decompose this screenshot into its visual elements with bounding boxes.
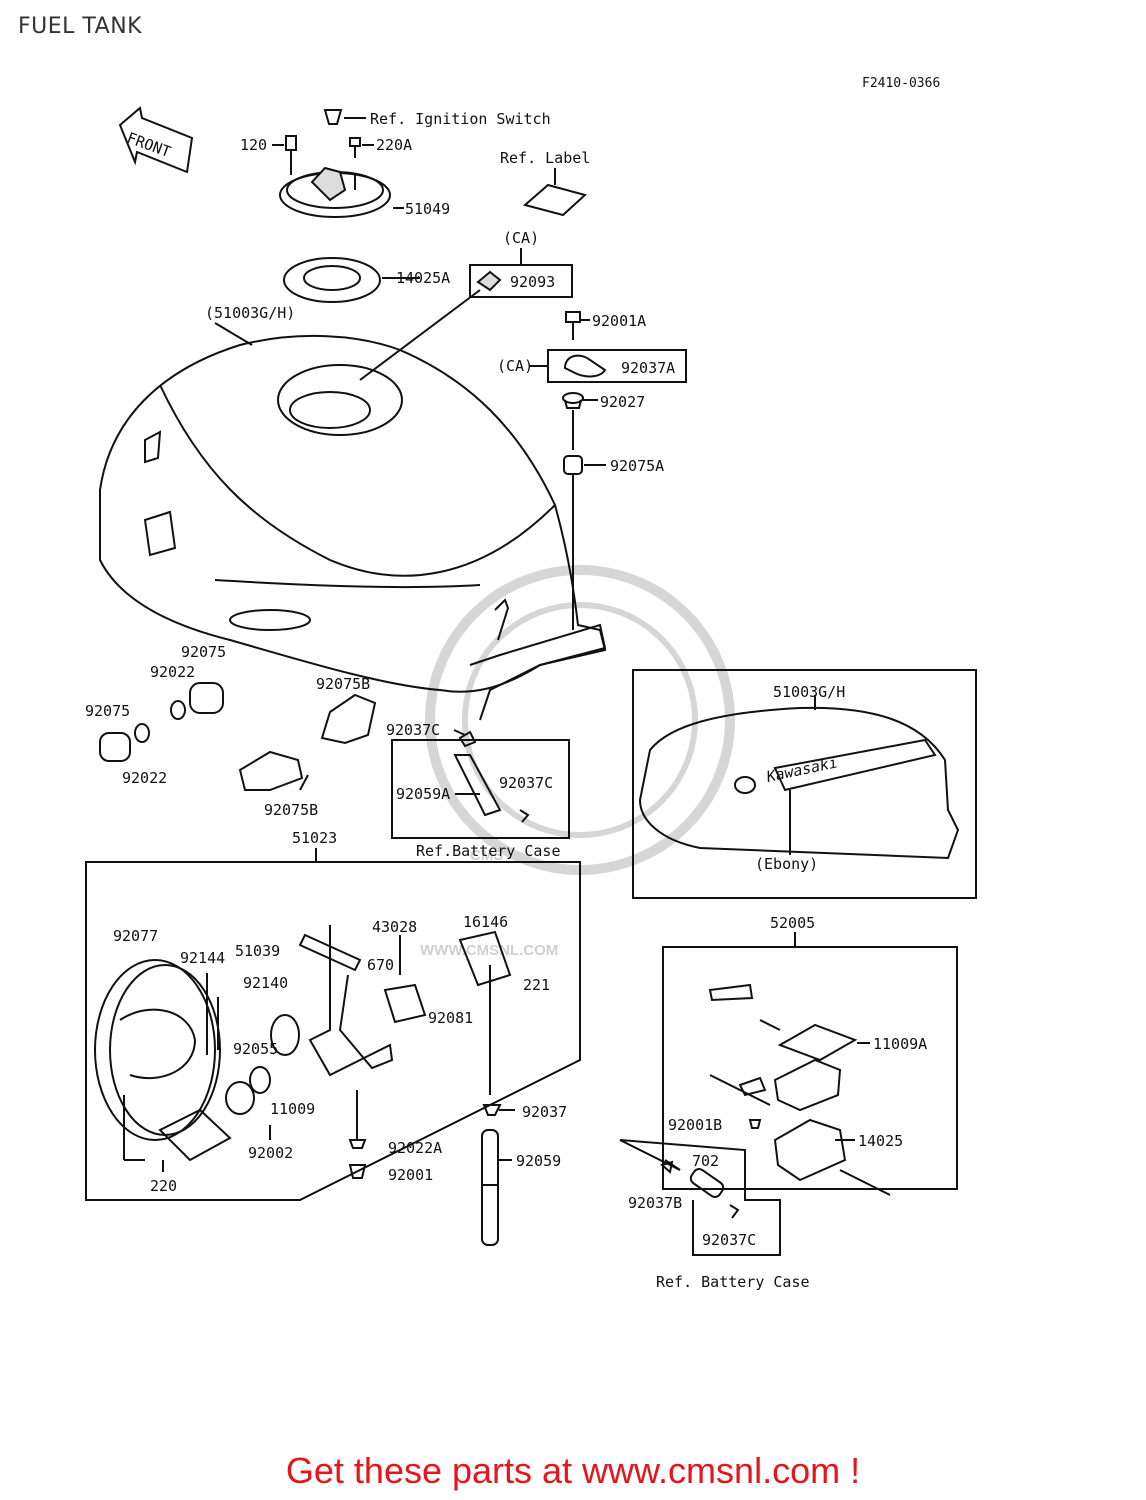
label-ca-2: (CA) bbox=[497, 357, 533, 375]
bolt-220a-icon bbox=[349, 137, 374, 158]
label-ca-1: (CA) bbox=[503, 229, 539, 247]
label-92075-b: 92075 bbox=[85, 702, 130, 720]
label-92027: 92027 bbox=[600, 393, 645, 411]
parts-diagram: CMS WWW.CMSNL.COM bbox=[85, 106, 977, 1291]
fuel-tank-body bbox=[99, 334, 607, 721]
label-220: 220 bbox=[150, 1177, 177, 1195]
label-43028: 43028 bbox=[372, 918, 417, 936]
label-92037a: 92037A bbox=[621, 359, 675, 377]
label-92022-b: 92022 bbox=[122, 769, 167, 787]
label-220a: 220A bbox=[376, 136, 412, 154]
label-ref-label: Ref. Label bbox=[500, 149, 590, 167]
label-92059a: 92059A bbox=[396, 785, 450, 803]
label-51039: 51039 bbox=[235, 942, 280, 960]
part-labels: FRONT 120 220A Ref. Ignition Switch Ref.… bbox=[85, 110, 927, 1291]
label-92022-a: 92022 bbox=[150, 663, 195, 681]
label-52005: 52005 bbox=[770, 914, 815, 932]
clip-92075b-icon bbox=[238, 693, 377, 791]
label-221: 221 bbox=[523, 976, 550, 994]
label-51049: 51049 bbox=[405, 200, 450, 218]
label-92055: 92055 bbox=[233, 1040, 278, 1058]
label-92075-a: 92075 bbox=[181, 643, 226, 661]
collar-92075a-icon bbox=[563, 455, 606, 475]
label-92037b: 92037B bbox=[628, 1194, 682, 1212]
hose-702-icon bbox=[659, 1160, 740, 1219]
label-sticker-icon bbox=[522, 168, 588, 217]
front-arrow-icon bbox=[118, 106, 194, 174]
label-ref-ignition: Ref. Ignition Switch bbox=[370, 110, 551, 128]
grommet-92027-icon bbox=[562, 392, 598, 409]
label-11009: 11009 bbox=[270, 1100, 315, 1118]
hose-box bbox=[391, 739, 570, 839]
label-92075b-b: 92075B bbox=[264, 801, 318, 819]
bolt-120-icon bbox=[272, 135, 297, 175]
label-92037c-a: 92037C bbox=[386, 721, 440, 739]
label-92001a: 92001A bbox=[592, 312, 646, 330]
decal-inset-box bbox=[632, 669, 977, 899]
label-92001: 92001 bbox=[388, 1166, 433, 1184]
label-120: 120 bbox=[240, 136, 267, 154]
label-92075a: 92075A bbox=[610, 457, 664, 475]
label-ref-battery-case-1: Ref.Battery Case bbox=[416, 842, 561, 860]
gauge-unit-assembly bbox=[708, 983, 858, 1182]
label-92037c-b: 92037C bbox=[499, 774, 553, 792]
fuel-cock-box bbox=[85, 861, 581, 1201]
label-92081: 92081 bbox=[428, 1009, 473, 1027]
fuel-cock-assembly bbox=[94, 925, 512, 1162]
tank-decal-view bbox=[638, 695, 960, 860]
label-51003gh: 51003G/H bbox=[773, 683, 845, 701]
fuel-cap-assembly bbox=[279, 166, 391, 303]
label-92037c-c: 92037C bbox=[702, 1231, 756, 1249]
label-14025: 14025 bbox=[858, 1132, 903, 1150]
label-702: 702 bbox=[692, 1152, 719, 1170]
label-ref-battery-case-2: Ref. Battery Case bbox=[656, 1273, 810, 1291]
watermark-brand: CMS bbox=[470, 847, 503, 864]
label-16146: 16146 bbox=[463, 913, 508, 931]
label-92022a: 92022A bbox=[388, 1139, 442, 1157]
diagram-code: F2410-0366 bbox=[862, 76, 941, 91]
label-92059: 92059 bbox=[516, 1152, 561, 1170]
label-92001b: 92001B bbox=[668, 1116, 722, 1134]
label-92037: 92037 bbox=[522, 1103, 567, 1121]
label-92093: 92093 bbox=[510, 273, 555, 291]
label-11009a: 11009A bbox=[873, 1035, 927, 1053]
footer-link-text[interactable]: Get these parts at www.cmsnl.com ! bbox=[285, 1450, 861, 1491]
label-92075b-a: 92075B bbox=[316, 675, 370, 693]
label-51023: 51023 bbox=[292, 829, 337, 847]
watermark-url: WWW.CMSNL.COM bbox=[420, 942, 558, 959]
label-92140: 92140 bbox=[243, 974, 288, 992]
page-title: FUEL TANK bbox=[18, 14, 143, 39]
label-92077: 92077 bbox=[113, 927, 158, 945]
ignition-ref-icon bbox=[323, 109, 366, 125]
label-92002: 92002 bbox=[248, 1144, 293, 1162]
bolt-92001a-icon bbox=[565, 311, 590, 340]
label-92144: 92144 bbox=[180, 949, 225, 967]
damper-92075-icon bbox=[99, 682, 224, 762]
assembly-52005-box bbox=[662, 946, 958, 1190]
hose-92059-icon bbox=[481, 1129, 499, 1246]
label-670: 670 bbox=[367, 956, 394, 974]
label-51003gh-paren: (51003G/H) bbox=[205, 304, 295, 322]
watermark: CMS WWW.CMSNL.COM bbox=[420, 565, 735, 959]
label-14025a: 14025A bbox=[396, 269, 450, 287]
label-ebony: (Ebony) bbox=[755, 855, 818, 873]
